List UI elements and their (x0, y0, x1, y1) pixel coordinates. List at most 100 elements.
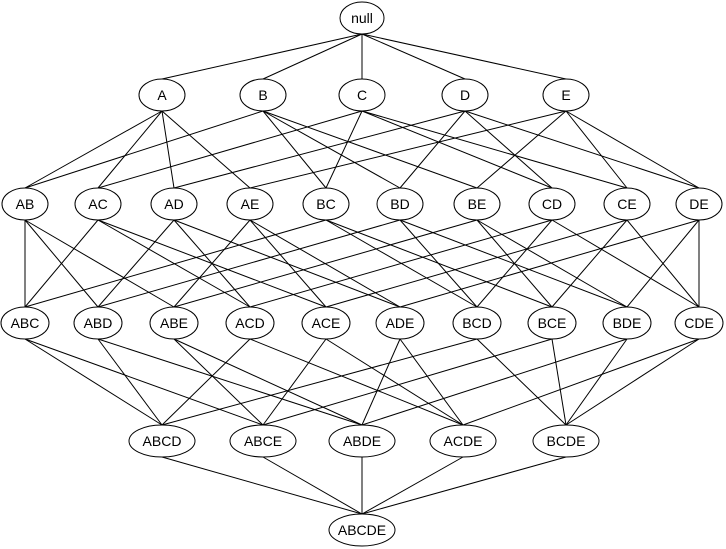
node-BC: BC (302, 187, 350, 221)
node-label: D (460, 87, 470, 103)
node-BCD: BCD (452, 306, 502, 340)
edge-BE-ABE (173, 219, 478, 308)
node-ellipse (527, 306, 577, 340)
node-ellipse (73, 306, 123, 340)
node-ellipse (453, 187, 501, 221)
edge-AC-ABC (24, 219, 99, 308)
edge-A-AB (24, 110, 163, 189)
node-ellipse (674, 306, 724, 340)
node-label: ABDE (343, 433, 381, 449)
node-BD: BD (376, 187, 424, 221)
edge-null-D (361, 33, 466, 80)
node-ellipse (239, 78, 287, 112)
edge-DE-BDE (626, 219, 700, 308)
node-DE: DE (675, 187, 723, 221)
node-label: ACE (312, 315, 341, 331)
node-ABDE: ABDE (328, 424, 396, 458)
node-label: ABC (11, 315, 40, 331)
node-label: BE (468, 196, 487, 212)
node-AE: AE (226, 187, 274, 221)
edge-ACD-ACDE (249, 338, 464, 426)
edge-ACE-ACDE (325, 338, 464, 426)
node-ACD: ACD (225, 306, 275, 340)
node-label: BC (316, 196, 335, 212)
node-label: C (357, 87, 367, 103)
edge-BDE-BCDE (565, 338, 628, 426)
node-D: D (441, 78, 489, 112)
node-ADE: ADE (375, 306, 425, 340)
node-ellipse (675, 187, 723, 221)
node-label: A (157, 87, 167, 103)
edge-BD-BCD (399, 219, 478, 308)
node-label: DE (689, 196, 708, 212)
node-label: E (561, 87, 570, 103)
lattice-edges (24, 33, 700, 515)
node-ellipse (339, 1, 385, 35)
edge-BD-ABD (97, 219, 401, 308)
edge-ADE-ACDE (399, 338, 464, 426)
edge-null-A (161, 33, 363, 80)
edge-BCD-BCDE (476, 338, 567, 426)
node-label: AB (16, 196, 35, 212)
edge-D-BD (399, 110, 466, 189)
edge-DE-ADE (399, 219, 700, 308)
node-ellipse (302, 187, 350, 221)
edge-BDE-ABDE (361, 338, 628, 426)
edge-B-BD (262, 110, 401, 189)
edge-D-AD (173, 110, 466, 189)
node-label: BD (390, 196, 409, 212)
edge-ABD-ABDE (97, 338, 363, 426)
edge-AE-ABE (173, 219, 251, 308)
node-A: A (138, 78, 186, 112)
edge-BCDE-ABCDE (361, 456, 567, 515)
node-AC: AC (74, 187, 122, 221)
edge-CE-BCE (551, 219, 628, 308)
node-ellipse (1, 187, 49, 221)
edge-D-CD (464, 110, 553, 189)
edge-BD-BDE (399, 219, 628, 308)
node-ACDE: ACDE (429, 424, 497, 458)
node-ellipse (452, 306, 502, 340)
edge-CD-CDE (551, 219, 700, 308)
edge-A-AC (97, 110, 163, 189)
node-BCE: BCE (527, 306, 577, 340)
edge-BCE-ABCE (262, 338, 553, 426)
node-ellipse (328, 424, 396, 458)
node-label: ABE (160, 315, 188, 331)
node-ABCD: ABCD (128, 424, 196, 458)
node-CDE: CDE (674, 306, 724, 340)
node-B: B (239, 78, 287, 112)
node-AD: AD (150, 187, 198, 221)
node-label: null (351, 10, 373, 26)
node-label: CDE (684, 315, 714, 331)
node-label: BCDE (547, 433, 586, 449)
node-BE: BE (453, 187, 501, 221)
node-E: E (542, 78, 590, 112)
edge-ABE-ABCE (173, 338, 264, 426)
node-ellipse (229, 424, 297, 458)
node-ellipse (375, 306, 425, 340)
edge-CD-ACD (249, 219, 553, 308)
edge-ABC-ABCE (24, 338, 264, 426)
node-ellipse (603, 187, 651, 221)
edge-CD-BCD (476, 219, 553, 308)
node-ABC: ABC (0, 306, 50, 340)
edge-ADE-ABDE (361, 338, 401, 426)
edge-AE-ACE (249, 219, 327, 308)
edge-BCE-BCDE (551, 338, 567, 426)
edge-ACDE-ABCDE (361, 456, 464, 515)
edge-ACE-ABCE (262, 338, 327, 426)
node-ellipse (0, 306, 50, 340)
node-ellipse (528, 187, 576, 221)
edge-null-E (361, 33, 567, 80)
edge-ABC-ABCD (24, 338, 163, 426)
edge-E-CE (565, 110, 628, 189)
edge-null-B (262, 33, 363, 80)
node-ABCE: ABCE (229, 424, 297, 458)
edge-AD-ABD (97, 219, 175, 308)
edge-C-AC (97, 110, 363, 189)
node-label: BDE (613, 315, 642, 331)
node-BCDE: BCDE (532, 424, 600, 458)
node-ellipse (138, 78, 186, 112)
